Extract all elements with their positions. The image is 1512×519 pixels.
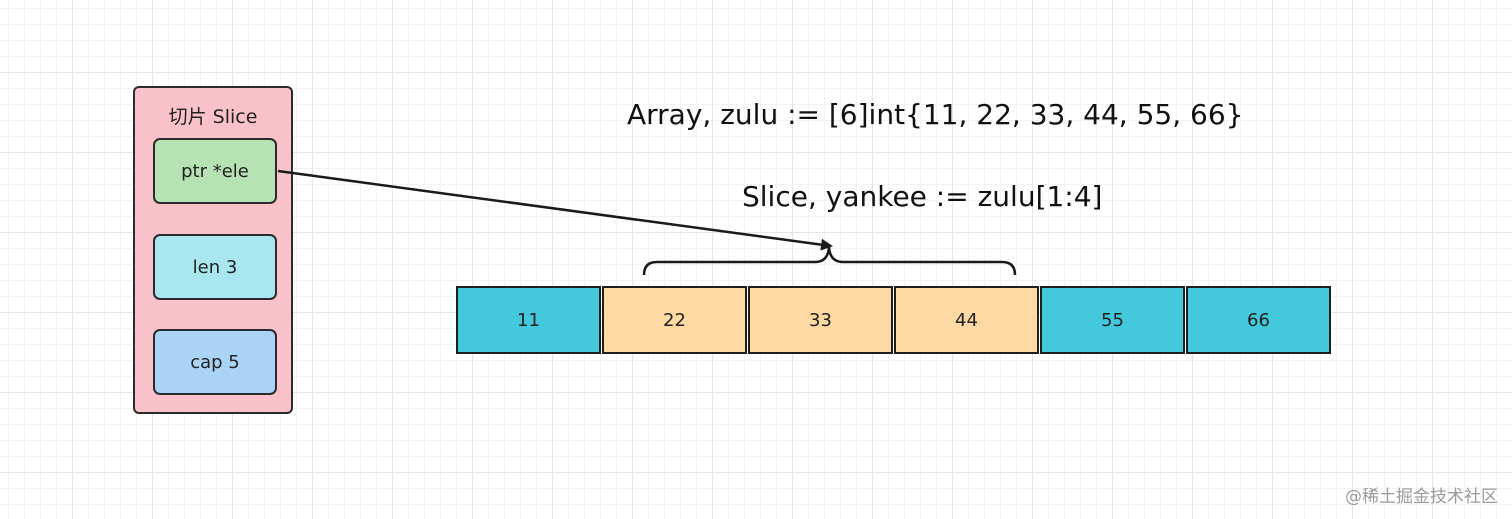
array-cell: 55: [1040, 286, 1185, 354]
watermark: @稀土掘金技术社区: [1345, 487, 1498, 507]
field-ptr: ptr *ele: [153, 138, 277, 204]
slice-caption: Slice, yankee := zulu[1:4]: [742, 180, 1103, 213]
array-cell: 44: [894, 286, 1039, 354]
slice-struct-title: 切片 Slice: [168, 106, 258, 128]
array-caption: Array, zulu := [6]int{11, 22, 33, 44, 55…: [627, 98, 1244, 131]
slice-struct-box: 切片 Slice ptr *ele len 3 cap 5: [133, 86, 293, 414]
field-len: len 3: [153, 234, 277, 300]
slice-brace: [642, 245, 1017, 276]
array-row: 11 22 33 44 55 66: [456, 286, 1332, 354]
field-cap: cap 5: [153, 329, 277, 395]
array-cell: 66: [1186, 286, 1331, 354]
array-cell: 33: [748, 286, 893, 354]
array-cell: 22: [602, 286, 747, 354]
array-cell: 11: [456, 286, 601, 354]
